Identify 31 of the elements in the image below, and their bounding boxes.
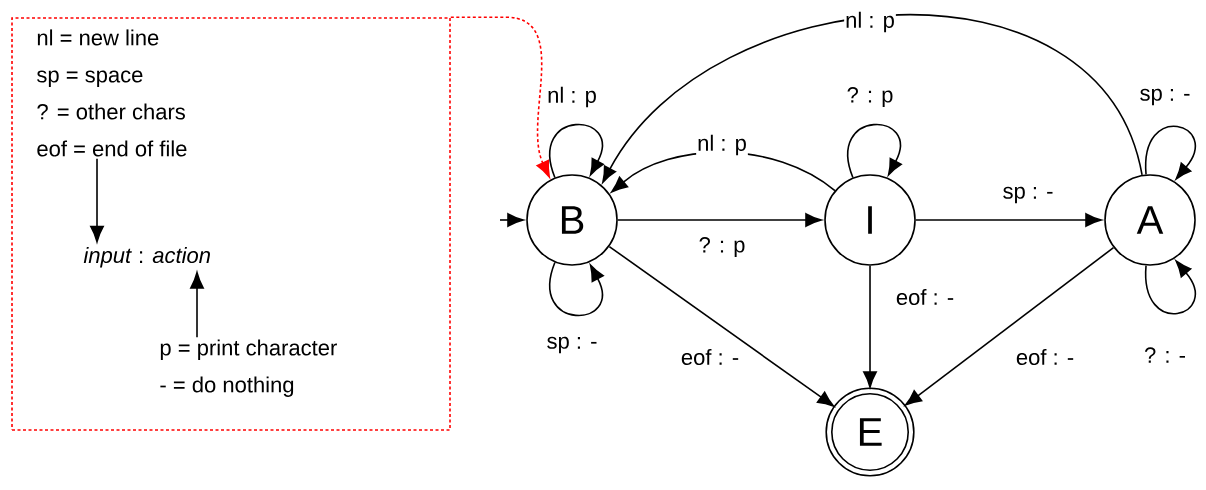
edge-label: sp : - [1138,87,1192,107]
arrow [450,16,550,178]
legend-text: p = print character - = do nothing [160,339,337,397]
edge-label: nl : p [844,10,896,34]
edge-label: ? : - [1143,346,1187,364]
arrow [847,123,902,179]
edge-label: nl : p [696,133,748,157]
arrow [549,123,604,179]
arrow [1145,260,1197,315]
legend-text: nl = new line sp = space ? = other chars eof = end of file [37,29,187,157]
edge-label: eof : - [679,347,741,367]
arrow [617,213,822,227]
arrow [190,272,204,338]
edge-label: sp : - [545,335,599,355]
edge-label: eof : - [894,287,956,307]
arrow [1145,125,1197,180]
arrow [608,245,835,407]
arrow [863,265,877,388]
notation-text: input : action [83,246,210,268]
arrow [915,213,1102,227]
edge-label: ? : p [845,86,895,108]
arrow [90,157,104,243]
arrow [499,213,524,227]
edge-label: eof : - [1014,347,1076,367]
edge-label: ? : p [697,236,747,258]
edge-label: nl : p [546,85,598,109]
arrow [905,246,1115,406]
arrow [602,14,1143,183]
arrow [549,261,604,317]
legend-frame [11,17,451,431]
edge-label: sp : - [1001,185,1055,205]
